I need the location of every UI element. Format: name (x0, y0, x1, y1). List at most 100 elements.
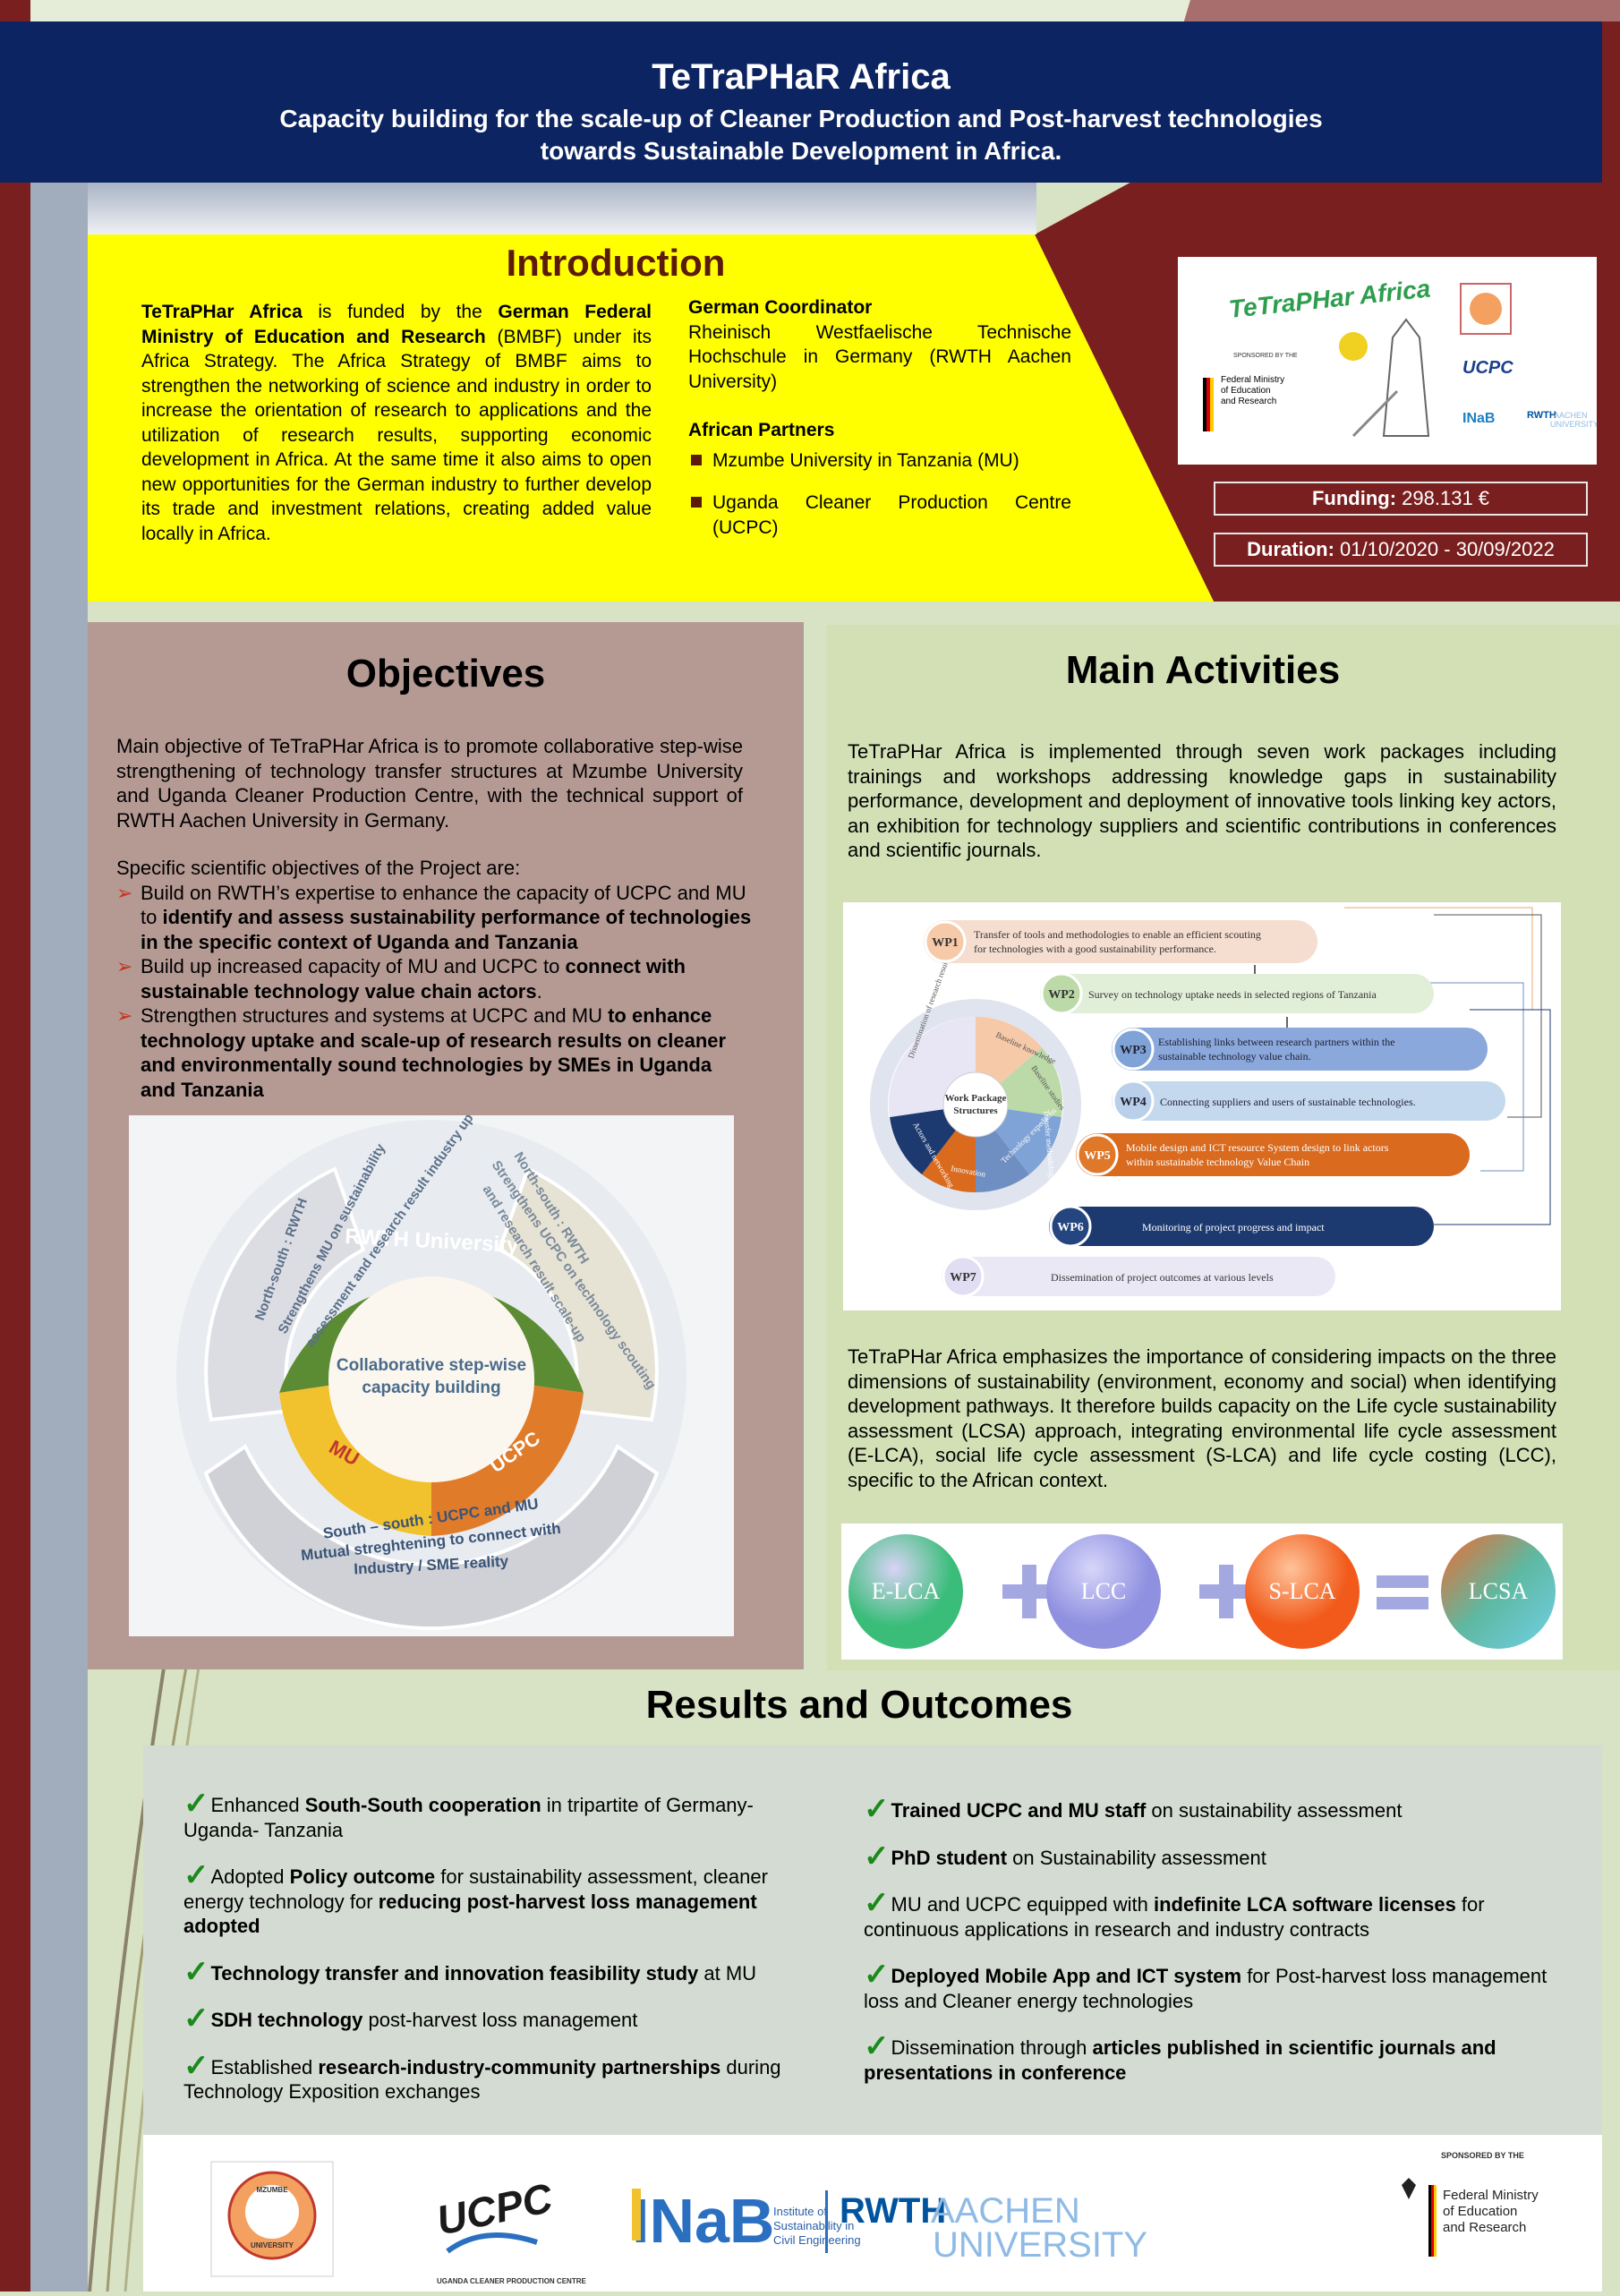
wp-text: Transfer of tools and methodologies to e… (974, 928, 1261, 941)
intro-text-rest: (BMBF) under its Africa Strategy. The Af… (141, 326, 652, 544)
results-right-column: ✓Trained UCPC and MU staff on sustainabi… (864, 1794, 1580, 2104)
logo-inab: INaB (1462, 411, 1495, 426)
right-segment (497, 1166, 659, 1422)
lca-equation: E-LCA LCC S-LCA LCSA (841, 1524, 1563, 1660)
partner-item: Uganda Cleaner Production Centre (UCPC) (688, 491, 1071, 540)
wp-text: Monitoring of project progress and impac… (1142, 1221, 1325, 1233)
lcc-label: LCC (1081, 1578, 1127, 1604)
result-text: Adopted (210, 1865, 290, 1888)
sun-icon (1339, 332, 1368, 361)
introduction-title: Introduction (506, 242, 726, 284)
duration-box: Duration: 01/10/2020 - 30/09/2022 (1214, 533, 1588, 567)
e-lca-circle (848, 1534, 963, 1649)
header-shadow (88, 183, 1036, 235)
objective-item: Build on RWTH’s expertise to enhance the… (116, 881, 752, 955)
footer-logos: MZUMBE UNIVERSITY UCPC UGANDA CLEANER PR… (143, 2135, 1602, 2292)
poster-subtitle-line-2: towards Sustainable Development in Afric… (540, 137, 1062, 165)
check-icon: ✓ (183, 1858, 209, 1892)
results-panel (143, 1745, 1602, 2135)
logo-ucpc: UCPC (1462, 358, 1513, 378)
result-text: Enhanced (210, 1794, 305, 1816)
bottom-segment (203, 1444, 660, 1631)
ministry-line-3: and Research (1443, 2220, 1526, 2235)
left-maroon-trim (0, 0, 30, 2292)
center-label-2: capacity building (362, 1378, 500, 1397)
intro-project-name: TeTraPHar Africa (141, 302, 303, 322)
plus-icon (1199, 1565, 1253, 1618)
wp-text: Establishing links between research part… (1158, 1036, 1395, 1048)
result-text-end: at MU (698, 1961, 757, 1984)
objectives-intro: Specific scientific objectives of the Pr… (116, 857, 521, 879)
objective-bold: identify and assess sustainability perfo… (141, 906, 752, 953)
logo-ministry-2: of Education (1221, 386, 1271, 396)
intro-text-part: is funded by the (302, 302, 499, 322)
wp-id: WP2 (1048, 988, 1075, 1002)
result-text-end: for Post-harvest loss management loss an… (864, 1965, 1548, 2012)
result-bold: PhD student (891, 1846, 1008, 1869)
activities-text-2: TeTraPHar Africa emphasizes the importan… (848, 1345, 1556, 1491)
objective-text-end: . (536, 979, 542, 1003)
objective-item: Strengthen structures and systems at UCP… (116, 1003, 752, 1102)
wp-text: Connecting suppliers and users of sustai… (1160, 1096, 1416, 1108)
wp-text: Survey on technology uptake needs in sel… (1088, 988, 1377, 1001)
introduction-text: TeTraPHar Africa is funded by the German… (141, 300, 652, 546)
funding-value: 298.131 € (1396, 487, 1490, 509)
result-bold: research-industry-community partnerships (318, 2055, 721, 2078)
duration-label: Duration: (1247, 538, 1334, 560)
objective-bold: connect with sustainable technology valu… (141, 955, 686, 1003)
sponsored-label: SPONSORED BY THE (1441, 2151, 1524, 2160)
collaboration-diagram: Collaborative step-wise capacity buildin… (129, 1085, 734, 1636)
result-text-end: on sustainability assessment (1146, 1799, 1403, 1822)
results-left-column: ✓Enhanced South-South cooperation in tri… (183, 1788, 792, 2124)
wp-id: WP1 (932, 936, 959, 950)
result-text-end: for continuous applications in research … (864, 1893, 1485, 1941)
lcc-circle (1046, 1534, 1161, 1649)
result-text-end: on Sustainability assessment (1007, 1846, 1266, 1869)
result-item: ✓Established research-industry-community… (183, 2051, 792, 2104)
check-icon: ✓ (864, 1958, 890, 1992)
project-logos-image: TeTraPHar Africa SPONSORED BY THE Federa… (1203, 274, 1599, 438)
wp-id: WP5 (1084, 1149, 1111, 1163)
s-lca-circle (1245, 1534, 1360, 1649)
result-text-mid: for sustainability assessment, cleaner e… (183, 1865, 768, 1913)
work-packages-diagram: Work Package Structures Baseline knowled… (843, 902, 1561, 1310)
objective-text: Strengthen structures and systems at UCP… (141, 1004, 609, 1027)
result-bold: Technology transfer and innovation feasi… (210, 1961, 699, 1984)
wheel-center-2: Structures (953, 1105, 998, 1116)
check-icon: ✓ (864, 1886, 890, 1920)
result-text-end: in tripartite of Germany-Uganda- Tanzani… (183, 1794, 754, 1841)
wp-id: WP3 (1120, 1044, 1147, 1057)
center-circle (328, 1276, 534, 1482)
partners-heading: African Partners (688, 420, 835, 440)
wp-text: sustainable technology value chain. (1158, 1050, 1311, 1063)
funding-box: Funding: 298.131 € (1214, 482, 1588, 516)
ucpc-subtitle: UGANDA CLEANER PRODUCTION CENTRE (437, 2277, 586, 2285)
objective-bold: to enhance technology uptake and scale-u… (141, 1004, 727, 1101)
e-lca-label: E-LCA (872, 1578, 941, 1604)
wp-text: Mobile design and ICT resource System de… (1126, 1141, 1389, 1154)
inab-text-3: Civil Engineering (773, 2233, 861, 2247)
check-icon: ✓ (864, 1839, 890, 1874)
funding-label: Funding: (1311, 487, 1397, 509)
result-bold: Trained UCPC and MU staff (891, 1799, 1147, 1822)
wheel-center-1: Work Package (945, 1093, 1007, 1104)
result-item: ✓SDH technology post-harvest loss manage… (183, 2003, 792, 2034)
intro-ministry: German Federal Ministry of Education and… (141, 302, 652, 347)
objectives-title: Objectives (345, 652, 546, 696)
objectives-list: Specific scientific objectives of the Pr… (116, 856, 752, 1102)
result-text: Established (210, 2055, 319, 2078)
objective-item: Build up increased capacity of MU and UC… (116, 954, 752, 1003)
objective-text: Build up increased capacity of MU and UC… (141, 955, 566, 977)
result-item: ✓Trained UCPC and MU staff on sustainabi… (864, 1794, 1580, 1824)
rwth-aachen: AACHEN (931, 2191, 1080, 2231)
coordinator-text: Rheinisch Westfaelische Technische Hochs… (688, 321, 1071, 392)
check-icon: ✓ (864, 1792, 890, 1826)
result-bold: Policy outcome (289, 1865, 436, 1888)
logo-rwth-university: UNIVERSITY (1550, 420, 1597, 429)
mzumbe-name: MZUMBE (256, 2186, 288, 2194)
wp-id: WP6 (1057, 1221, 1084, 1234)
plus-icon (1002, 1565, 1056, 1618)
logo-ministry-3: and Research (1221, 397, 1276, 406)
inab-text-2: Sustainability in (773, 2219, 854, 2232)
logo-rwth-aachen: AACHEN (1554, 411, 1588, 420)
